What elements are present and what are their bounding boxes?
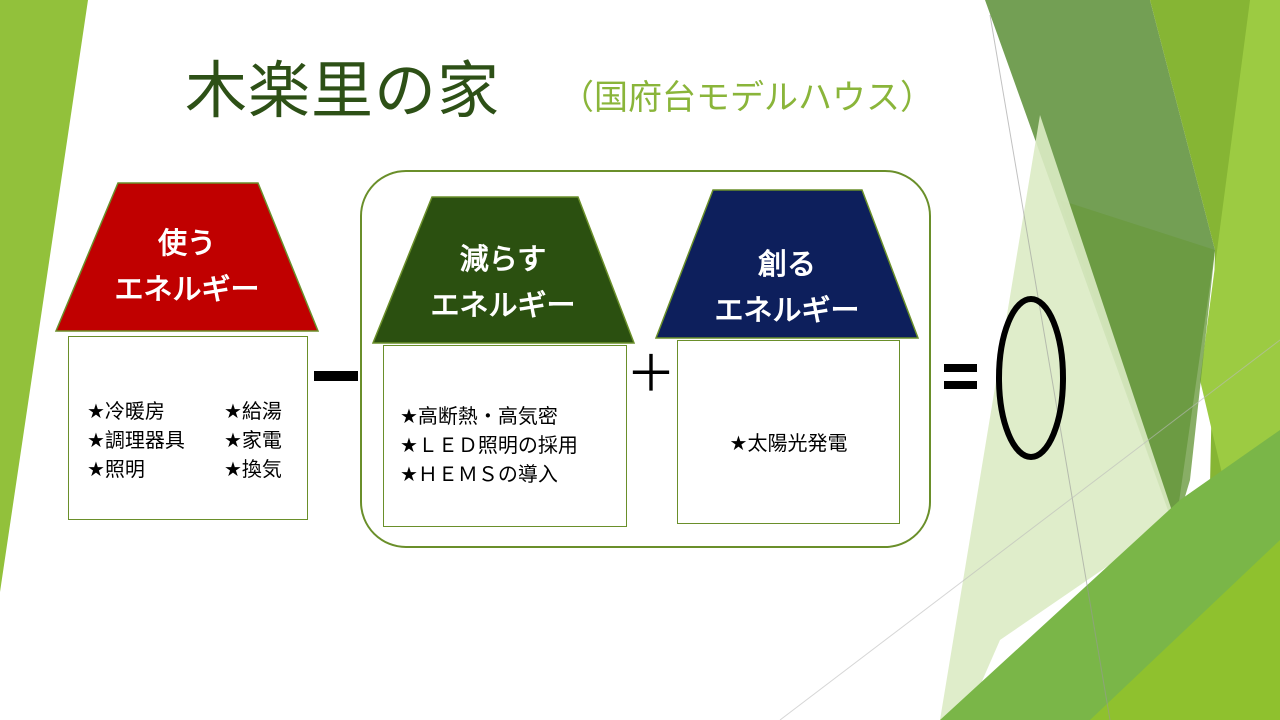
use-items-right: ★給湯 ★家電 ★換気 [224, 397, 282, 484]
plus-sign: ＋ [626, 345, 676, 403]
roof-line2: エネルギー [430, 288, 576, 322]
minus-sign [314, 371, 358, 381]
list-item: ★ＨＥＭＳの導入 [400, 462, 558, 486]
reduce-create-group-frame [360, 170, 931, 548]
list-item: ★太陽光発電 [729, 431, 848, 455]
house-reduce-label: 減らす エネルギー [403, 236, 603, 328]
list-item: ★家電 [224, 428, 282, 452]
bg-thin-line [779, 339, 1280, 720]
page-subtitle: （国府台モデルハウス） [560, 78, 934, 118]
equals-sign-bottom [944, 381, 977, 389]
house-use-body: ★冷暖房 ★調理器具 ★照明 ★給湯 ★家電 ★換気 [68, 336, 308, 520]
list-item: ★調理器具 [87, 428, 185, 452]
roof-line1: 使う [157, 226, 216, 260]
create-items: ★太陽光発電 [678, 429, 899, 458]
roof-line2: エネルギー [114, 272, 260, 306]
house-create-label: 創る エネルギー [687, 241, 887, 333]
use-items-left: ★冷暖房 ★調理器具 ★照明 [87, 397, 185, 484]
house-reduce-roof [371, 196, 636, 344]
house-create-roof [654, 189, 920, 339]
list-item: ★換気 [224, 457, 282, 481]
list-item: ★ＬＥＤ照明の採用 [400, 433, 578, 457]
roof-line1: 減らす [459, 242, 547, 276]
house-use-label: 使う エネルギー [87, 220, 287, 312]
roof-line1: 創る [757, 247, 816, 281]
house-create-body: ★太陽光発電 [677, 340, 900, 524]
house-use-roof [54, 182, 320, 332]
left-green-triangle [0, 0, 88, 592]
bg-thin-line [989, 14, 1111, 720]
bg-shape-bottom-bright [1090, 540, 1280, 720]
result-zero [996, 296, 1066, 460]
list-item: ★高断熱・高気密 [400, 404, 558, 428]
list-item: ★冷暖房 [87, 399, 165, 423]
roof-line2: エネルギー [714, 293, 860, 327]
list-item: ★照明 [87, 457, 145, 481]
bg-shape-darker [1060, 200, 1215, 530]
reduce-items: ★高断熱・高気密 ★ＬＥＤ照明の採用 ★ＨＥＭＳの導入 [400, 402, 578, 489]
list-item: ★給湯 [224, 399, 282, 423]
house-reduce-body: ★高断熱・高気密 ★ＬＥＤ照明の採用 ★ＨＥＭＳの導入 [383, 345, 627, 527]
page-title: 木楽里の家 [185, 54, 501, 127]
equals-sign-top [944, 364, 977, 372]
